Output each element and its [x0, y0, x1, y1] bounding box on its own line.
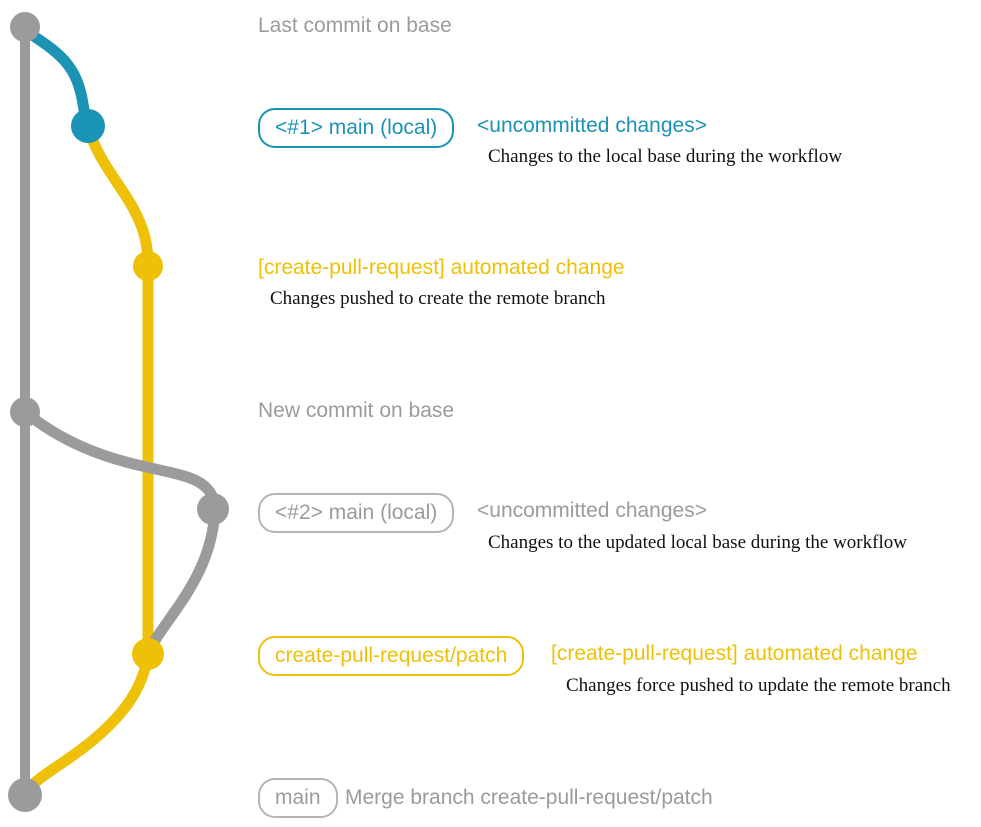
label-automated-change-2: [create-pull-request] automated change [551, 642, 918, 665]
commit-node-uncommitted-2 [197, 493, 229, 525]
commit-node-last-base [10, 12, 40, 42]
label-uncommitted-changes-1: <uncommitted changes> [477, 114, 707, 137]
branch-badge-main-local-2: <#2> main (local) [258, 493, 455, 533]
commit-node-uncommitted-1 [71, 109, 105, 143]
description-changes-force-pushed: Changes force pushed to update the remot… [566, 675, 951, 696]
patch-merge-curve [20, 648, 154, 798]
branch-badge-create-pull-request-patch: create-pull-request/patch [258, 636, 525, 676]
branch-badge-main: main [258, 778, 338, 818]
local-base-segment [20, 25, 94, 132]
remote-patch-branch-line [82, 120, 154, 660]
branch-badge-main-local-1: <#1> main (local) [258, 108, 455, 148]
label-last-commit-on-base: Last commit on base [258, 14, 452, 37]
commit-node-new-base [10, 397, 40, 427]
commit-node-automated-1 [133, 251, 163, 281]
description-local-base-changes: Changes to the local base during the wor… [488, 146, 843, 167]
commit-node-merge [8, 778, 42, 812]
base-update-curve [19, 406, 221, 511]
label-uncommitted-changes-2: <uncommitted changes> [477, 499, 707, 522]
commit-node-automated-2 [132, 638, 164, 670]
label-merge-branch: Merge branch create-pull-request/patch [345, 786, 713, 809]
description-changes-pushed: Changes pushed to create the remote bran… [270, 288, 606, 309]
label-new-commit-on-base: New commit on base [258, 399, 455, 422]
description-updated-local-base-changes: Changes to the updated local base during… [488, 532, 907, 553]
label-automated-change-1: [create-pull-request] automated change [258, 256, 625, 279]
rebase-curve [143, 506, 221, 658]
